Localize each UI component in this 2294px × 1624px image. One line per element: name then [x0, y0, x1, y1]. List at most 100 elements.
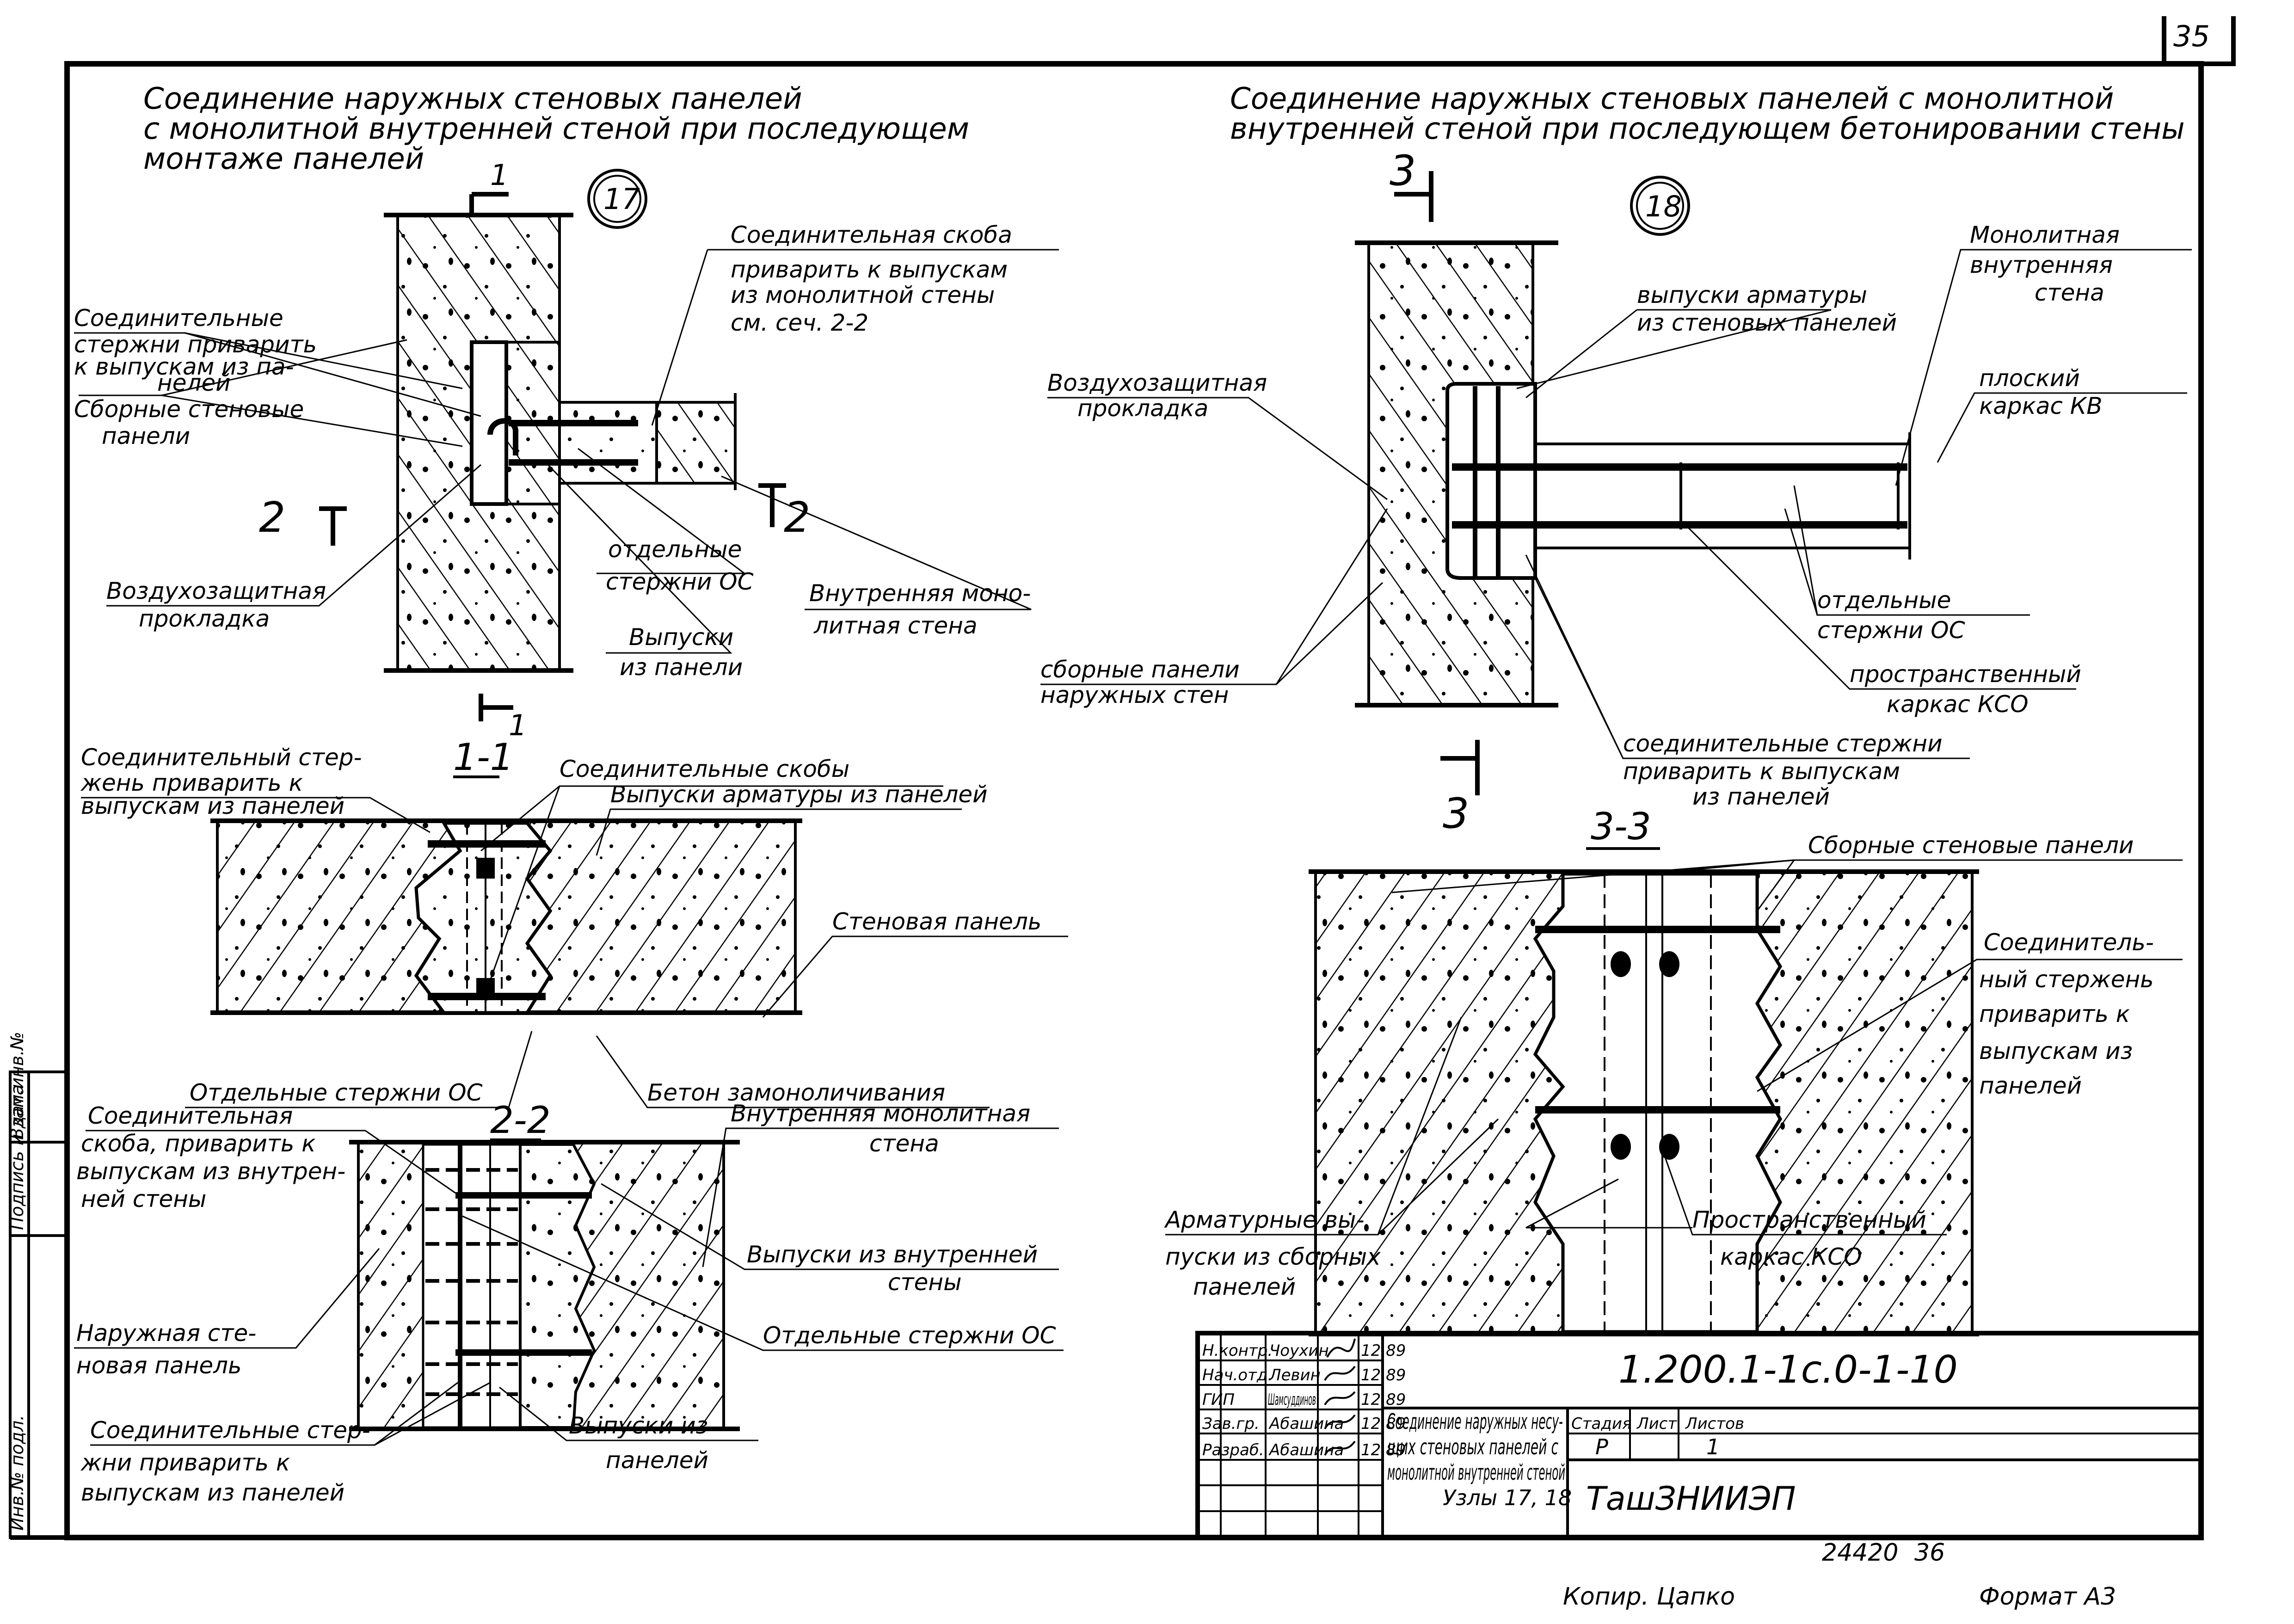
d17-label-connecting-rods-1: Соединительные: [74, 305, 283, 332]
detail18-title-line2: внутренней стеной при последующем бетони…: [1230, 112, 2185, 146]
s33-label-connecting-rod-1: Соединитель-: [1984, 929, 2154, 956]
detail17-cut2-left: 2: [259, 493, 285, 542]
s33-label-rebar-outlets-2: пуски из сборных: [1165, 1243, 1381, 1270]
s11-label-grout: Бетон замоноличивания: [647, 1079, 945, 1106]
detail18-cut3-top: 3: [1390, 147, 1416, 195]
s33-label-connecting-rod-2: ный стержень: [1979, 966, 2154, 993]
signature-row-0: Н.контр. Чоухин 12.89: [1202, 1338, 1406, 1360]
s22-label-bracket-4: ней стены: [81, 1186, 206, 1212]
section-2-2: 2-2 Соединительная скоба, приварить: [74, 1099, 1064, 1506]
s11-label-connecting-rod-1: Соединительный стер-: [81, 744, 362, 771]
sheets-value: 1: [1706, 1434, 1720, 1459]
signature-date: 12.89: [1361, 1415, 1406, 1433]
signature-row-1: Нач.отд. Левин 12.89: [1202, 1366, 1406, 1384]
stamp-cell-signature-date: Подпись и дата: [7, 1084, 27, 1230]
s22-label-panel-outlets-1: Выпуски из: [569, 1412, 708, 1439]
s22-label-inner-outlets-1: Выпуски из внутренней: [747, 1241, 1038, 1268]
section22-title: 2-2: [490, 1099, 551, 1142]
archive-number: 24420: [1822, 1539, 1898, 1567]
signature-name: Абашина: [1268, 1441, 1344, 1459]
detail17-cut1-top: 1: [490, 158, 508, 192]
stamp-cell-original-inventory: Инв.№ подл.: [7, 1415, 27, 1531]
signature-date: 12.89: [1361, 1366, 1406, 1384]
d18-label-flat-frame-1: плоский: [1979, 365, 2080, 392]
s22-label-panel-outlets-2: панелей: [606, 1447, 708, 1474]
d18-label-air-seal-2: прокладка: [1077, 395, 1208, 422]
d17-label-prefab-panels-2: панели: [102, 423, 190, 449]
signature-row-4: Разраб. Абашина 12.89: [1202, 1440, 1406, 1459]
s11-label-connecting-rod-3: выпускам из панелей: [81, 793, 344, 819]
s33-label-connecting-rod-5: панелей: [1979, 1072, 2082, 1099]
d18-label-connecting-rods-2: приварить к выпускам: [1623, 758, 1900, 785]
page-number: 35: [2173, 19, 2210, 53]
signature-row-2: ГИП Шамсуддинов 12.89: [1202, 1390, 1406, 1409]
detail17-marker: 17: [603, 182, 640, 216]
section-3-3: 3-3 Сборные стеновые панели Соединитель-…: [1164, 805, 2183, 1336]
sheet-header: Лист: [1636, 1415, 1677, 1433]
s22-label-connecting-rods-3: выпускам из панелей: [81, 1479, 344, 1506]
d17-label-separate-rods-2: стержни ОС: [606, 568, 754, 595]
detail17-cut1-bottom: 1: [509, 708, 527, 742]
sheet-title-line3: монолитной внутренней стеной: [1387, 1460, 1565, 1485]
s33-label-connecting-rod-3: приварить к: [1979, 1001, 2130, 1027]
d18-label-separate-rods-2: стержни ОС: [1817, 617, 1965, 644]
d18-label-spatial-frame-2: каркас КСО: [1887, 691, 2029, 718]
detail17-cut2-right: 2: [784, 493, 810, 542]
signature-name: Левин: [1268, 1366, 1321, 1384]
s11-label-rebar-outlets: Выпуски арматуры из панелей: [610, 781, 988, 808]
s11-label-separate-rods: Отдельные стержни ОС: [190, 1079, 483, 1106]
sheets-header: Листов: [1685, 1415, 1744, 1433]
title-block: [1195, 1331, 2203, 1540]
d17-label-connecting-rods-3: к выпускам из па-: [74, 353, 294, 380]
d18-label-monolithic-wall-2: внутренняя: [1970, 252, 2113, 278]
d18-label-spatial-frame-1: пространственный: [1850, 661, 2081, 688]
s22-label-bracket-2: скоба, приварить к: [81, 1130, 316, 1157]
s33-label-prefab-panels: Сборные стеновые панели: [1808, 832, 2134, 859]
s22-label-inner-wall-2: стена: [869, 1130, 939, 1157]
d17-label-panel-outlets-1: Выпуски: [629, 624, 733, 651]
detail18-marker: 18: [1645, 190, 1682, 223]
signature-role: Нач.отд.: [1202, 1366, 1273, 1384]
d17-label-bracket-2: приварить к выпускам: [731, 256, 1008, 283]
archive-page: 36: [1914, 1539, 1945, 1567]
signature-name: Чоухин: [1269, 1341, 1329, 1360]
sheet-title-line1: Соединение наружных несу-: [1387, 1409, 1563, 1434]
d18-label-air-seal-1: Воздухозащитная: [1047, 369, 1267, 396]
d17-label-inner-wall-2: литная стена: [813, 612, 978, 639]
stamp-cell-replacement-inventory: Взам.инв.№: [7, 1032, 27, 1140]
d17-label-separate-rods-1: отдельные: [608, 536, 742, 563]
s33-label-rebar-outlets-3: панелей: [1193, 1273, 1296, 1300]
signature-mark: [1324, 1366, 1356, 1381]
signature-mark: [1324, 1414, 1356, 1430]
organization: ТашЗНИИЭП: [1586, 1480, 1796, 1518]
detail17-title-line1: Соединение наружных стеновых панелей: [143, 82, 802, 116]
d17-label-inner-wall-1: Внутренняя моно-: [809, 580, 1031, 607]
signature-mark: [1324, 1391, 1356, 1406]
d17-label-bracket-3: из монолитной стены: [731, 282, 995, 308]
signature-role: Зав.гр.: [1202, 1415, 1260, 1433]
sheet-title-line4: Узлы 17, 18: [1443, 1485, 1572, 1510]
signature-date: 12.89: [1361, 1441, 1406, 1459]
d18-label-connecting-rods-1: соединительные стержни: [1623, 730, 1943, 757]
sheet-title-line2: щих стеновых панелей с: [1387, 1434, 1558, 1459]
copied-by: Копир. Цапко: [1563, 1583, 1735, 1611]
detail18-title-line1: Соединение наружных стеновых панелей с м…: [1230, 82, 2114, 116]
d17-label-air-seal-1: Воздухозащитная: [106, 578, 326, 604]
section33-title: 3-3: [1591, 805, 1651, 848]
detail17-title-line2: с монолитной внутренней стеной при после…: [143, 112, 969, 146]
s22-label-inner-wall-1: Внутренняя монолитная: [731, 1100, 1030, 1127]
stamp-strip: [9, 1070, 67, 1540]
section-1-1: 1-1 Соединительный стер- жень приварить …: [80, 736, 1068, 1108]
signature-name: Абашина: [1268, 1415, 1344, 1433]
s22-label-inner-outlets-2: стены: [888, 1269, 962, 1296]
d17-label-panel-outlets-2: из панели: [620, 654, 743, 681]
d18-label-prefab-panels-2: наружных стен: [1040, 682, 1229, 708]
paper-format: Формат А3: [1979, 1583, 2116, 1611]
s33-label-spatial-frame-1: Пространственный: [1692, 1206, 1926, 1233]
d17-label-bracket-4: см. сеч. 2-2: [731, 309, 868, 336]
signature-row-3: Зав.гр. Абашина 12.89: [1202, 1414, 1406, 1433]
signature-role: Н.контр.: [1202, 1341, 1273, 1360]
stage-value: Р: [1595, 1434, 1608, 1459]
d18-label-prefab-panels-1: сборные панели: [1040, 656, 1240, 683]
d18-label-rebar-outlets-1: выпуски арматуры: [1637, 282, 1867, 308]
